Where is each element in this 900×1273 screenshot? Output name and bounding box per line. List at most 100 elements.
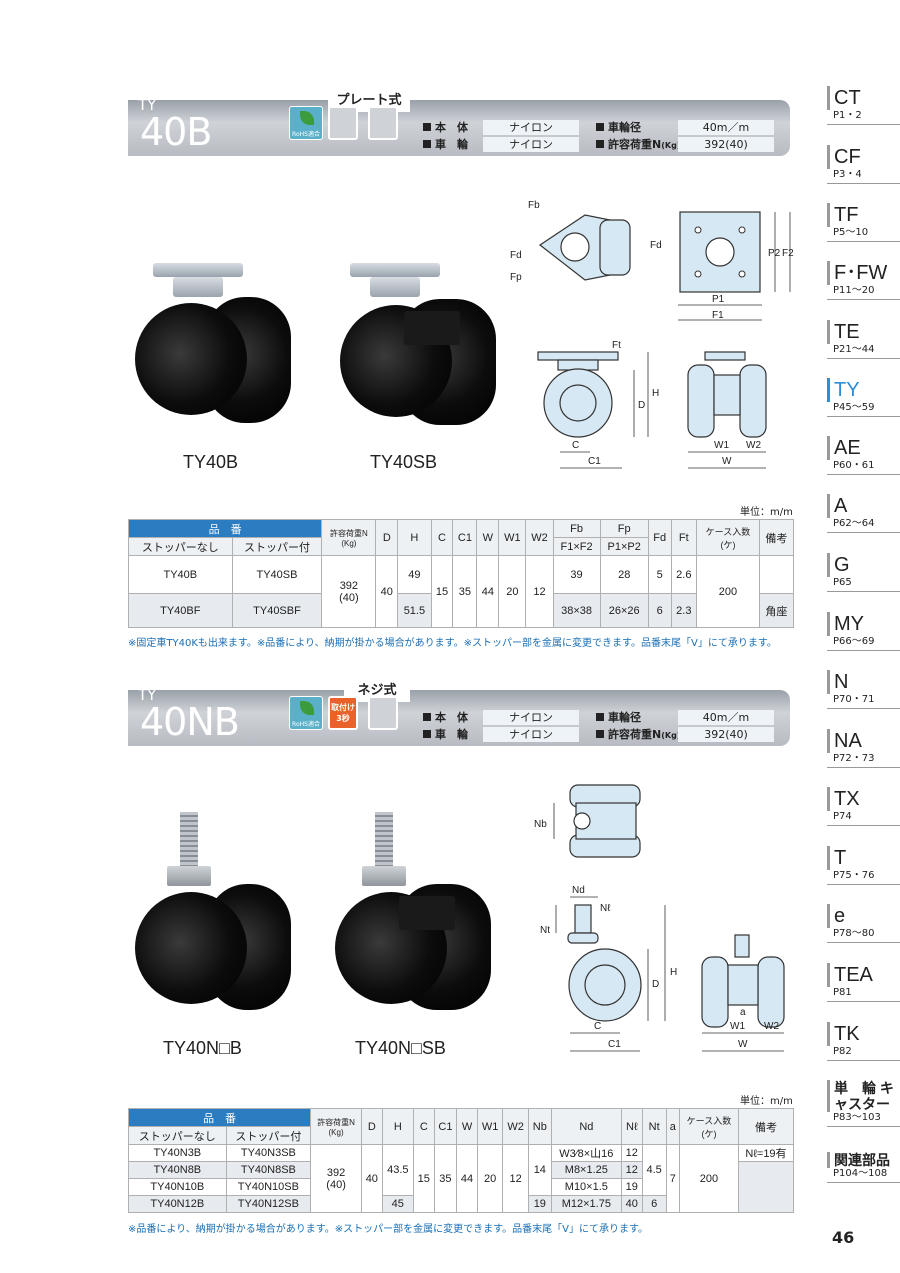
model-title: 40B	[140, 110, 212, 154]
sidebar-item-label: TE	[827, 320, 900, 344]
dimension-drawings-40nb: Nb Nd Nℓ Nt D H C C1 a W1 W2 W	[534, 784, 785, 1052]
sidebar-item-label: TY	[827, 378, 900, 402]
sidebar-item-pages: P60・61	[827, 460, 900, 475]
sidebar-item-label: CF	[827, 145, 900, 169]
sidebar-item-label: TK	[827, 1022, 900, 1046]
series-label: TY	[138, 686, 157, 704]
dim-h: H	[652, 388, 659, 399]
empty-badge-slot	[368, 106, 398, 140]
spec-load: 許容荷重N(Kg)392(40)	[596, 727, 786, 742]
dim-w2: W2	[746, 440, 761, 451]
sidebar-item-pages: P21〜44	[827, 344, 900, 359]
caption-ty40b: TY40B	[183, 452, 239, 472]
sidebar-item-label: 関連部品	[827, 1152, 900, 1168]
sidebar-item-label: NA	[827, 729, 900, 753]
spec-wheel: 車 輪ナイロン	[423, 727, 583, 742]
dim-w: W	[722, 456, 732, 467]
header-band-40nb: TY 40NB ネジ式 RoHS適合 取付け3秒 本 体ナイロン 車 輪ナイロン…	[128, 680, 790, 746]
sidebar-item-label: CT	[827, 86, 900, 110]
model-title: 40NB	[140, 700, 240, 744]
dim-nt: Nt	[540, 925, 550, 936]
caption-ty40sb: TY40SB	[370, 452, 438, 472]
dim-nb: Nb	[534, 819, 547, 830]
dim-h: H	[670, 967, 677, 978]
sidebar-item-pages: P66〜69	[827, 636, 900, 651]
dim-p2: P2	[768, 248, 781, 259]
sidebar-item-pages: P81	[827, 987, 900, 1002]
footnote-40nb: ※品番により、納期が掛かる場合があります。※ストッパー部を金属に変更できます。品…	[128, 1224, 648, 1235]
sidebar-item-pages: P104〜108	[827, 1168, 900, 1183]
rohs-icon: RoHS適合	[289, 696, 323, 730]
sidebar-item-label: e	[827, 904, 900, 928]
sidebar-item-pages: P3・4	[827, 169, 900, 184]
sidebar-item-pages: P82	[827, 1046, 900, 1061]
sidebar-item-pages: P62〜64	[827, 518, 900, 533]
dim-c1: C1	[608, 1039, 621, 1050]
dim-f2: F2	[782, 248, 794, 259]
dim-nl: Nℓ	[600, 903, 611, 914]
rohs-icon: RoHS適合	[289, 106, 323, 140]
sidebar-item-label: F･FW	[827, 261, 900, 285]
sidebar-item-pages: P70・71	[827, 694, 900, 709]
dim-ft: Ft	[612, 340, 621, 351]
dim-nd: Nd	[572, 885, 585, 896]
dim-a: a	[740, 1007, 746, 1018]
dim-fp: Fp	[510, 272, 522, 283]
dim-w1: W1	[730, 1021, 745, 1032]
dim-w2: W2	[764, 1021, 779, 1032]
sidebar-item-label: TX	[827, 787, 900, 811]
spec-wheel: 車 輪ナイロン	[423, 137, 583, 152]
sidebar-item-label: 単 輪 キャスター	[827, 1080, 900, 1112]
sidebar-item-pages: P45〜59	[827, 402, 900, 417]
dim-d: D	[652, 979, 659, 990]
dim-w1: W1	[714, 440, 729, 451]
sidebar-item-pages: P65	[827, 577, 900, 592]
dim-c: C	[594, 1021, 601, 1032]
dim-d: D	[638, 400, 645, 411]
sidebar-item-label: T	[827, 846, 900, 870]
sidebar-item-pages: P11〜20	[827, 285, 900, 300]
sidebar-item-label: A	[827, 494, 900, 518]
spec-table-40b: 品 番 許容荷重N(Kg) D H C C1 W W1 W2 Fb Fp Fd …	[127, 519, 795, 628]
sidebar-item-pages: P78〜80	[827, 928, 900, 943]
dim-f1: F1	[712, 310, 724, 321]
sidebar-item-label: G	[827, 553, 900, 577]
caption-ty40nsb: TY40N□SB	[355, 1038, 446, 1058]
sidebar-item-label: N	[827, 670, 900, 694]
caption-ty40nb: TY40N□B	[163, 1038, 242, 1058]
dim-w: W	[738, 1039, 748, 1050]
footnote-40b: ※固定車TY40Kも出来ます。※品番により、納期が掛かる場合があります。※ストッ…	[128, 638, 777, 649]
empty-badge-slot	[328, 106, 358, 140]
sidebar-item-pages: P83〜103	[827, 1112, 900, 1127]
unit-label: 単位：m/m	[740, 1096, 793, 1107]
sidebar-item-label: AE	[827, 436, 900, 460]
dimension-drawings-40b: Fb Fd Fp Fd P2 F2 P1 F1 Ft D H C C1 W1 W…	[510, 200, 794, 469]
sidebar-item-pages: P5〜10	[827, 227, 900, 242]
dim-fd2: Fd	[650, 240, 662, 251]
sidebar-item-pages: P74	[827, 811, 900, 826]
sidebar-item-pages: P72・73	[827, 753, 900, 768]
page-number: 46	[832, 1228, 855, 1247]
spec-load: 許容荷重N(Kg)392(40)	[596, 137, 786, 152]
